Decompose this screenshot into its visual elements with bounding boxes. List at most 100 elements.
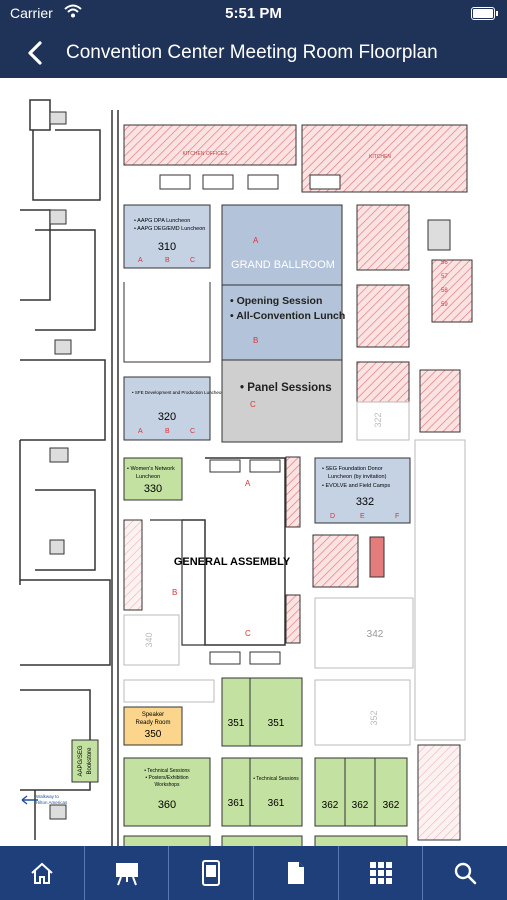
stair-labels: 56 57 58 59 bbox=[441, 260, 448, 308]
ballroom-section-a[interactable] bbox=[221, 204, 343, 286]
room-330[interactable] bbox=[123, 457, 183, 501]
room-351-number-b: 351 bbox=[268, 718, 285, 729]
kitchen-doors bbox=[159, 174, 341, 190]
room-362-b[interactable] bbox=[344, 757, 376, 827]
bookstore[interactable] bbox=[71, 739, 99, 783]
room-351-number-a: 351 bbox=[228, 718, 245, 729]
room-350-line1: Speaker bbox=[142, 712, 164, 718]
floorplan-svg: KITCHEN OFFICES KITCHEN • AAPG DPA Lunch… bbox=[19, 99, 473, 846]
room-310-number: 310 bbox=[158, 241, 176, 253]
floorplan-map[interactable]: KITCHEN OFFICES KITCHEN • AAPG DPA Lunch… bbox=[0, 78, 507, 846]
room-332-f: F bbox=[395, 513, 399, 520]
ballroom-name: GRAND BALLROOM bbox=[231, 259, 335, 271]
room-310-c: C bbox=[190, 257, 195, 264]
room-310[interactable] bbox=[123, 204, 211, 269]
room-350-number: 350 bbox=[145, 729, 162, 740]
room-320-b: B bbox=[165, 428, 170, 435]
room-332-e: E bbox=[360, 513, 365, 520]
svg-text:58: 58 bbox=[441, 288, 448, 294]
chevron-left-icon[interactable] bbox=[24, 39, 48, 67]
carrier-label: Carrier bbox=[10, 5, 53, 21]
right-hatched-rooms bbox=[123, 204, 473, 841]
room-361-a[interactable] bbox=[221, 757, 251, 827]
grid-icon bbox=[369, 862, 392, 884]
room-362-a[interactable] bbox=[314, 757, 346, 827]
room-362-number-b: 362 bbox=[352, 800, 369, 811]
ballroom-b: B bbox=[253, 336, 258, 345]
room-320-line1: • SFE Development and Production Luncheo… bbox=[132, 390, 224, 395]
room-362-number-a: 362 bbox=[322, 800, 339, 811]
room-342-number: 342 bbox=[367, 629, 384, 640]
general-assembly-hall[interactable] bbox=[182, 457, 286, 646]
svg-text:57: 57 bbox=[441, 274, 448, 280]
room-351-b[interactable] bbox=[249, 677, 303, 747]
tab-documents[interactable] bbox=[254, 846, 339, 900]
bottom-row-rooms bbox=[123, 835, 408, 846]
battery-icon bbox=[471, 7, 498, 20]
room-362-c[interactable] bbox=[374, 757, 408, 827]
bookstore-line1: AAPG/SEG bbox=[78, 745, 84, 776]
room-310-line2: • AAPG DEG/EMD Luncheon bbox=[134, 226, 205, 232]
room-330-line1: • Women's Network bbox=[127, 466, 175, 472]
room-361-line: • Technical Sessions bbox=[253, 776, 299, 782]
room-350-line2: Ready Room bbox=[135, 720, 170, 726]
general-c: C bbox=[245, 629, 251, 638]
room-332[interactable] bbox=[314, 457, 411, 524]
tab-sessions[interactable] bbox=[85, 846, 170, 900]
walkway-line1: Walkway to bbox=[36, 794, 59, 799]
left-corridor-walls bbox=[19, 99, 119, 846]
general-a: A bbox=[245, 479, 251, 488]
room-320-a: A bbox=[138, 428, 143, 435]
room-310-a: A bbox=[138, 257, 143, 264]
nav-bar: Convention Center Meeting Room Floorplan bbox=[0, 28, 507, 78]
general-assembly-doors bbox=[209, 459, 281, 665]
room-360[interactable] bbox=[123, 757, 211, 827]
stairwell-right bbox=[427, 219, 451, 251]
room-360-number: 360 bbox=[158, 799, 176, 811]
room-310-b: B bbox=[165, 257, 170, 264]
document-icon bbox=[287, 862, 304, 884]
room-360-line3: Workshops bbox=[155, 782, 180, 788]
ballroom-section-b[interactable] bbox=[221, 284, 343, 361]
bookstore-line2: Bookstore bbox=[87, 747, 93, 775]
tab-bar bbox=[0, 846, 507, 900]
stairwells-left bbox=[49, 111, 72, 820]
status-bar: Carrier 5:51 PM bbox=[0, 0, 507, 28]
room-361-number-a: 361 bbox=[228, 798, 245, 809]
room-332-line1: • SEG Foundation Donor bbox=[322, 466, 383, 472]
mobile-device-icon bbox=[202, 860, 221, 886]
room-360-line1: • Technical Sessions bbox=[144, 768, 190, 774]
opening-session-label: • Opening Session bbox=[230, 295, 322, 307]
kitchen-offices-area bbox=[123, 124, 297, 166]
room-332-number: 332 bbox=[356, 496, 374, 508]
room-320[interactable] bbox=[123, 376, 211, 441]
status-time: 5:51 PM bbox=[225, 5, 282, 22]
room-350[interactable] bbox=[123, 706, 183, 746]
tab-more[interactable] bbox=[339, 846, 424, 900]
kitchen-label: KITCHEN bbox=[369, 154, 391, 160]
room-351-a[interactable] bbox=[221, 677, 251, 747]
general-assembly-label: GENERAL ASSEMBLY bbox=[174, 556, 291, 568]
tab-search[interactable] bbox=[423, 846, 507, 900]
room-320-c: C bbox=[190, 428, 195, 435]
ballroom-a: A bbox=[253, 236, 259, 245]
room-330-line2: Luncheon bbox=[136, 474, 160, 480]
svg-text:59: 59 bbox=[441, 302, 448, 308]
wifi-icon bbox=[64, 4, 82, 18]
room-330-number: 330 bbox=[144, 483, 162, 495]
tab-exhibitors[interactable] bbox=[169, 846, 255, 900]
room-361-b[interactable] bbox=[249, 757, 303, 827]
presentation-easel-icon bbox=[115, 863, 138, 886]
ballroom-section-c[interactable] bbox=[221, 359, 343, 443]
room-361-number-b: 361 bbox=[268, 798, 285, 809]
room-340-number: 340 bbox=[144, 632, 154, 647]
room-332-line3: • EVOLVE and Field Camps bbox=[322, 483, 390, 489]
room-360-line2: • Posters/Exhibition bbox=[145, 775, 188, 781]
room-322-number: 322 bbox=[373, 412, 383, 427]
room-322[interactable] bbox=[356, 401, 410, 441]
home-icon bbox=[31, 862, 53, 884]
storage-marker bbox=[369, 536, 385, 578]
svg-text:56: 56 bbox=[441, 260, 448, 266]
room-310-line1: • AAPG DPA Luncheon bbox=[134, 218, 190, 224]
tab-home[interactable] bbox=[0, 846, 85, 900]
